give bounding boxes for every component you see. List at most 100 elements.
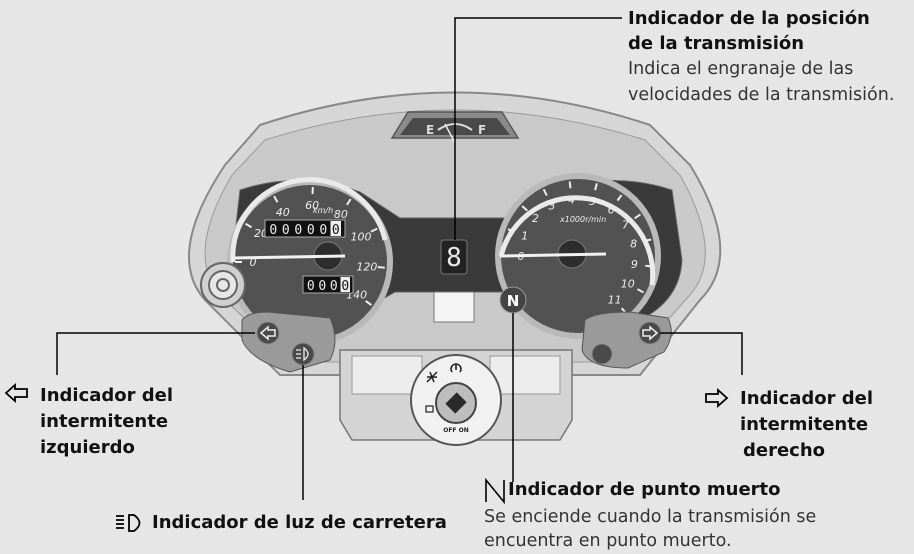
- gauge-tick: [568, 181, 572, 189]
- gauge-tick: [521, 205, 528, 212]
- left-turn-lamp-arrow-icon: [259, 325, 276, 341]
- left-turn-lamp: [256, 321, 280, 345]
- speedometer-needle: [231, 254, 346, 260]
- counter-digit: 0: [330, 279, 338, 294]
- neutral-callout: Indicador de punto muerto: [508, 478, 781, 501]
- gauge-tick: [245, 222, 253, 229]
- counter-digit: 0: [332, 223, 340, 238]
- center-indicator-window: [433, 291, 475, 323]
- engine-check-lamp: [591, 343, 613, 365]
- right-turn-lamp-arrow-icon: [642, 325, 659, 341]
- gauge-tick: [370, 227, 378, 233]
- high-beam-callout: Indicador de luz de carretera: [152, 510, 447, 535]
- gauge-tick-label: 80: [334, 208, 348, 221]
- left-indicator-pod: [241, 311, 336, 373]
- gauge-tick-label: 3: [548, 199, 555, 212]
- left-turn-leader: [56, 332, 255, 375]
- gear-callout-desc-1: Indica el engranaje de las: [628, 59, 854, 79]
- right-turn-line-3: derecho: [743, 440, 826, 461]
- gauge-tick-label: 11: [608, 294, 622, 307]
- right-turn-leader: [660, 332, 743, 375]
- counter-digit: 0: [341, 279, 349, 294]
- ignition-on-icon: [450, 363, 462, 373]
- gauge-tick: [273, 195, 279, 203]
- callout-leader-lines: [56, 17, 743, 500]
- gauge-tick-label: 5: [589, 195, 596, 208]
- gauge-tick-label: 8: [630, 237, 637, 250]
- neutral-desc-1: Se enciende cuando la transmisión se: [484, 507, 817, 527]
- speed-unit-label: km/h: [313, 206, 333, 215]
- gauge-tick: [636, 288, 645, 294]
- counter-digit: 0: [307, 223, 315, 238]
- gauge-tick-label: 1: [521, 230, 528, 243]
- gauge-tick: [542, 188, 548, 197]
- right-turn-arrow-icon: [705, 388, 729, 408]
- counter-digit: 0: [282, 223, 290, 238]
- counter-digit: 0: [294, 223, 302, 238]
- gear-leader: [454, 17, 622, 240]
- gear-display-digit: 8: [446, 243, 462, 273]
- counter-digit: 0: [319, 223, 327, 238]
- gauge-tick-label: 6: [608, 204, 615, 217]
- neutral-title: Indicador de punto muerto: [508, 479, 781, 500]
- gauge-tick: [616, 194, 623, 202]
- fuel-needle: [444, 123, 456, 144]
- gauge-tick-label: 0: [250, 256, 257, 269]
- left-turn-line-2: intermitente: [40, 411, 169, 432]
- gauge-tick-label: 4: [568, 193, 575, 206]
- counter-digit: 0: [269, 223, 277, 238]
- neutral-desc: Se enciende cuando la transmisión se enc…: [484, 505, 816, 553]
- ignition-label: OFF ON: [443, 427, 469, 434]
- tachometer-needle: [499, 252, 607, 258]
- neutral-indicator-letter: N: [507, 292, 520, 310]
- high-beam-title: Indicador de luz de carretera: [152, 512, 447, 533]
- right-turn-line-2: intermitente: [740, 414, 869, 435]
- gauge-tick: [645, 264, 653, 268]
- right-turn-callout: Indicador del intermitente derecho: [740, 386, 873, 464]
- fuel-empty-label: E: [426, 123, 434, 137]
- gauge-tick: [634, 213, 641, 220]
- gauge-tick-label: 10: [621, 278, 635, 291]
- left-turn-callout: Indicador del intermitente izquierdo: [40, 383, 173, 461]
- gauge-tick-label: 60: [305, 199, 319, 212]
- counter-digit: 0: [318, 279, 326, 294]
- counter-digit-highlight: [340, 277, 350, 292]
- gauge-tick-label: 7: [622, 218, 629, 231]
- gauge-tick-label: 120: [356, 260, 377, 273]
- high-beam-lamp: [291, 342, 315, 366]
- odometer-box: [264, 219, 346, 238]
- gauge-tick-label: 100: [351, 231, 372, 244]
- high-beam-lamp-icon: [296, 346, 309, 362]
- gauge-tick: [507, 228, 515, 233]
- gauge-tick-label: 2: [532, 212, 539, 225]
- gear-callout-title-2: de la transmisión: [628, 33, 805, 54]
- gauge-tick-label: 20: [254, 227, 268, 240]
- right-turn-line-1: Indicador del: [740, 388, 874, 409]
- ignition-off-icon: [426, 371, 438, 383]
- gauge-tick: [594, 183, 598, 191]
- gear-position-callout: Indicador de la posición de la transmisi…: [628, 6, 894, 108]
- counter-digit-highlight: [330, 221, 341, 236]
- neutral-desc-2: encuentra en punto muerto.: [484, 531, 732, 551]
- gauge-tick-label: 9: [631, 258, 638, 271]
- gauge-tick: [377, 266, 385, 269]
- neutral-icon: [485, 478, 505, 504]
- fuel-full-label: F: [478, 123, 486, 137]
- high-beam-icon: [116, 514, 141, 532]
- gauge-tick: [644, 238, 652, 242]
- gauge-tick-label: 40: [276, 206, 290, 219]
- gear-callout-desc-2: velocidades de la transmisión.: [628, 85, 895, 105]
- counter-digit: 0: [307, 279, 315, 294]
- left-turn-arrow-icon: [4, 383, 28, 403]
- ignition-lock-icon: [425, 405, 434, 413]
- gear-callout-title-1: Indicador de la posición: [628, 8, 870, 29]
- gear-display-window: [440, 239, 468, 275]
- tach-unit-label: x1000r/min: [559, 215, 606, 224]
- left-turn-line-1: Indicador del: [40, 385, 174, 406]
- gauge-tick: [365, 300, 373, 306]
- gauge-tick: [346, 198, 352, 206]
- left-turn-line-3: izquierdo: [40, 437, 135, 458]
